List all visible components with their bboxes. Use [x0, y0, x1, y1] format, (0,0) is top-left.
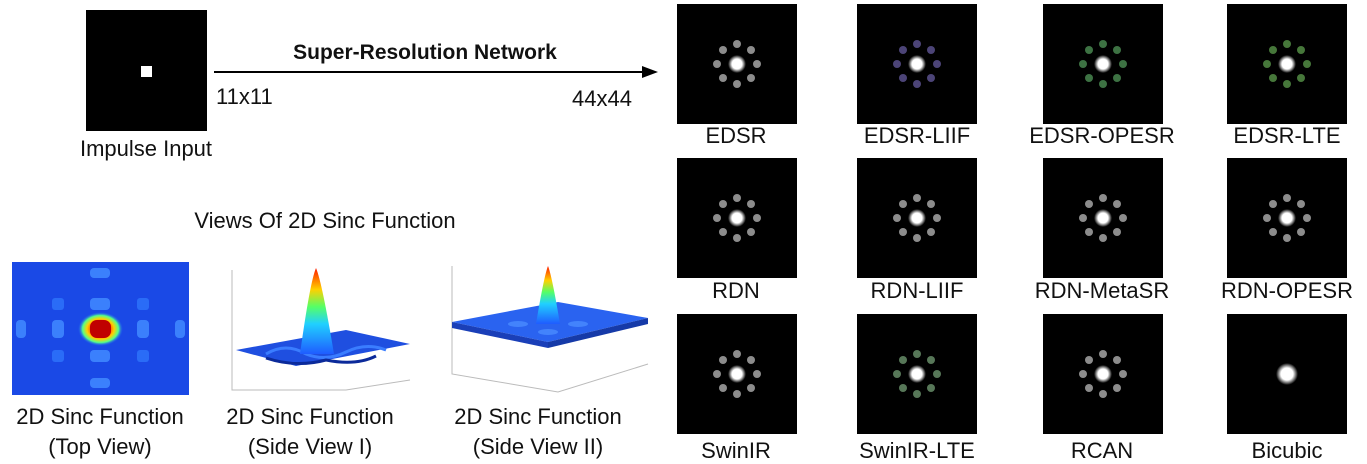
sinc-side-view-1-plot: [231, 268, 411, 391]
network-arrow: [214, 66, 658, 78]
result-label-edsr-opesr: EDSR-OPESR: [1029, 123, 1175, 148]
result-label-rdn: RDN: [712, 278, 760, 303]
sinc-top-view-plot: [12, 262, 189, 395]
network-title: Super-Resolution Network: [293, 41, 557, 64]
side-view-2-caption-line1: 2D Sinc Function: [454, 404, 622, 429]
result-label-swinir: SwinIR: [701, 438, 771, 463]
result-label-rcan: RCAN: [1070, 438, 1134, 463]
top-view-caption-line2: (Top View): [48, 434, 152, 459]
result-label-rdn-metasr: RDN-MetaSR: [1034, 278, 1170, 303]
result-image-swinir-lte: [857, 314, 977, 434]
sinc-side-view-2-plot: [451, 266, 649, 393]
result-image-rdn-opesr: [1227, 158, 1347, 278]
result-image-edsr-liif: [857, 4, 977, 124]
impulse-input-image: [86, 10, 207, 131]
impulse-pixel: [141, 66, 152, 77]
result-image-bicubic: [1227, 314, 1347, 434]
result-label-rdn-liif: RDN-LIIF: [870, 278, 964, 303]
result-label-bicubic: Bicubic: [1251, 438, 1323, 463]
result-image-rdn-metasr: [1043, 158, 1163, 278]
result-image-edsr-opesr: [1043, 4, 1163, 124]
top-view-caption-line1: 2D Sinc Function: [16, 404, 184, 429]
impulse-caption: Impulse Input: [79, 136, 213, 161]
side-view-1-caption-line2: (Side View I): [247, 434, 373, 459]
result-image-edsr: [677, 4, 797, 124]
side-view-1-caption-line1: 2D Sinc Function: [226, 404, 394, 429]
result-label-edsr-lte: EDSR-LTE: [1233, 123, 1341, 148]
result-image-rdn: [677, 158, 797, 278]
result-image-rcan: [1043, 314, 1163, 434]
result-label-edsr: EDSR: [705, 123, 767, 148]
result-image-swinir: [677, 314, 797, 434]
views-heading: Views Of 2D Sinc Function: [194, 208, 456, 233]
output-size-label: 44x44: [572, 86, 632, 111]
input-size-label: 11x11: [216, 84, 273, 109]
result-label-rdn-opesr: RDN-OPESR: [1220, 278, 1353, 303]
result-image-edsr-lte: [1227, 4, 1347, 124]
side-view-2-caption-line2: (Side View II): [472, 434, 604, 459]
result-label-swinir-lte: SwinIR-LTE: [859, 438, 975, 463]
result-label-edsr-liif: EDSR-LIIF: [863, 123, 971, 148]
result-image-rdn-liif: [857, 158, 977, 278]
